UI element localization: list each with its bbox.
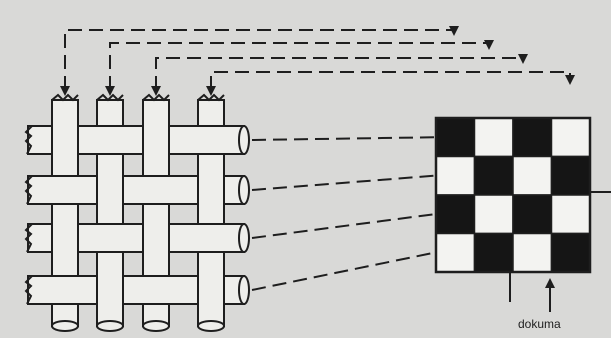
weft-left-end	[24, 223, 33, 253]
weft-over-segment	[194, 224, 228, 252]
warp-top-end	[51, 93, 79, 102]
warp-top-end	[96, 93, 124, 102]
grid-cell-light	[435, 155, 476, 196]
warp-bottom-cap	[197, 320, 225, 332]
grid-cell-light	[512, 232, 553, 273]
weft-right-cap	[238, 223, 250, 253]
weft-over-segment	[93, 224, 127, 252]
warp-arrowhead	[60, 86, 70, 96]
weft-over-segment	[48, 176, 82, 204]
grid-cell-dark	[473, 232, 514, 273]
warp-connector	[210, 71, 571, 90]
weft-connector	[251, 136, 435, 141]
weave-pattern-grid	[434, 116, 611, 302]
warp-bottom-cap	[142, 320, 170, 332]
grid-cell-dark	[550, 232, 591, 273]
weft-over-segment	[48, 276, 82, 304]
warp-bottom-cap	[96, 320, 124, 332]
weft-connector	[251, 174, 435, 191]
warp-bottom-cap	[51, 320, 79, 332]
weave-caption: dokuma	[518, 317, 561, 331]
grid-arrowhead	[565, 75, 575, 85]
weft-over-segment	[194, 126, 228, 154]
grid-cell-dark	[435, 117, 476, 158]
warp-top-end	[142, 93, 170, 102]
grid-arrowhead	[449, 26, 459, 36]
weft-left-end	[24, 275, 33, 305]
warp-top-end	[197, 93, 225, 102]
arrow-markers	[60, 26, 575, 312]
weft-connector	[251, 251, 435, 291]
grid-cell-light	[435, 232, 476, 273]
grid-cell-light	[473, 117, 514, 158]
weft-over-segment	[93, 126, 127, 154]
caption-arrow-head	[545, 278, 555, 288]
grid-cell-light	[512, 155, 553, 196]
warp-connector	[109, 42, 490, 90]
grid-cell-light	[550, 194, 591, 235]
grid-cell-dark	[435, 194, 476, 235]
weft-left-end	[24, 125, 33, 155]
grid-border	[434, 116, 592, 274]
weft-over-segment	[139, 176, 173, 204]
weft-right-cap	[238, 125, 250, 155]
weft-left-end	[24, 175, 33, 205]
weft-connector	[251, 213, 435, 239]
grid-cell-dark	[512, 194, 553, 235]
grid-cell-dark	[512, 117, 553, 158]
grid-cell-dark	[550, 155, 591, 196]
weft-threads-over	[48, 125, 228, 305]
warp-arrowhead	[105, 86, 115, 96]
grid-cell-light	[473, 194, 514, 235]
grid-arrowhead	[484, 40, 494, 50]
grid-cell-light	[550, 117, 591, 158]
warp-arrowhead	[151, 86, 161, 96]
weft-right-cap	[238, 275, 250, 305]
grid-cell-dark	[473, 155, 514, 196]
weft-right-cap	[238, 175, 250, 205]
grid-arrowhead	[518, 54, 528, 64]
warp-arrowhead	[206, 86, 216, 96]
weft-over-segment	[139, 276, 173, 304]
